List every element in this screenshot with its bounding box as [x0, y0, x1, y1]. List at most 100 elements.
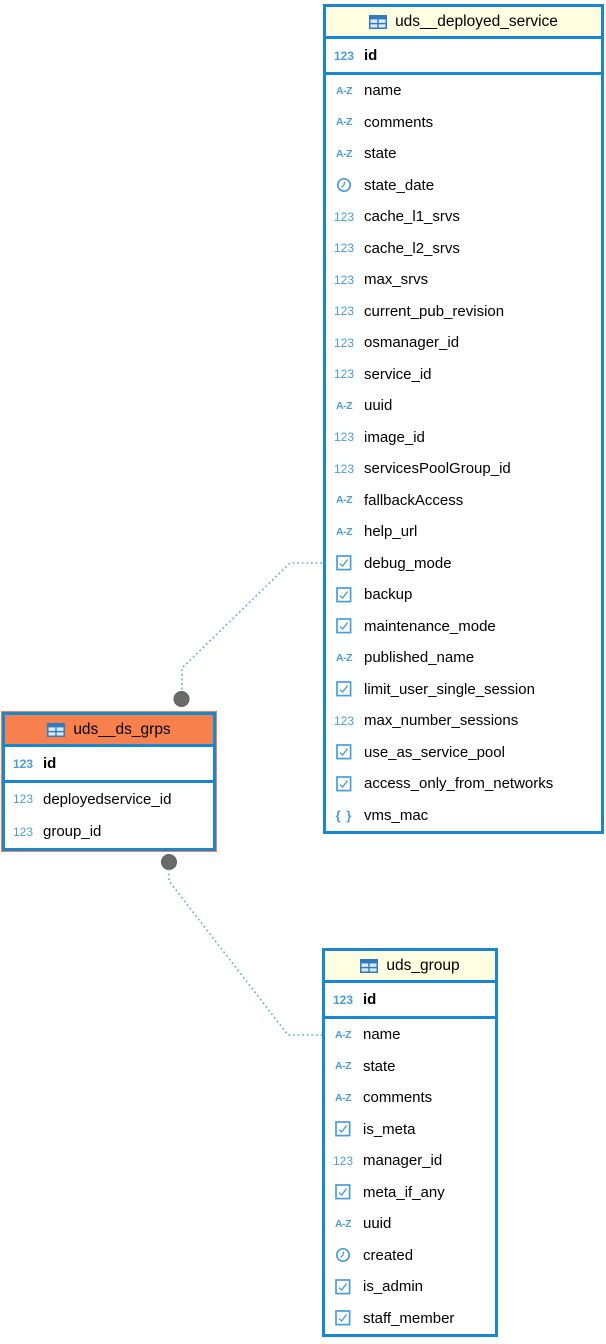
- table-header[interactable]: uds_group: [325, 951, 495, 983]
- column-name: uuid: [364, 397, 393, 415]
- number-type-icon: 123: [12, 792, 34, 807]
- column-name: cache_l1_srvs: [364, 208, 460, 226]
- column-name: uuid: [363, 1215, 392, 1233]
- connector-anchor-dot: [161, 854, 177, 870]
- column-name: cache_l2_srvs: [364, 239, 460, 257]
- text-type-icon: A-Z: [336, 399, 353, 412]
- column-name: help_url: [364, 523, 418, 541]
- column-name: access_only_from_networks: [364, 775, 554, 793]
- column-name: servicesPoolGroup_id: [364, 460, 511, 478]
- column-name: staff_member: [363, 1309, 455, 1327]
- column-row-meta_if_any[interactable]: meta_if_any: [325, 1177, 495, 1209]
- column-row-debug_mode[interactable]: debug_mode: [326, 548, 601, 580]
- column-name: group_id: [43, 823, 102, 841]
- column-row-vms_mac[interactable]: { }vms_mac: [326, 800, 601, 832]
- text-type-icon: A-Z: [336, 84, 353, 97]
- text-type-icon: A-Z: [336, 494, 353, 507]
- column-row-osmanager_id[interactable]: 123 osmanager_id: [326, 327, 601, 359]
- column-row-created[interactable]: created: [325, 1240, 495, 1272]
- column-row-access_only_from_networks[interactable]: access_only_from_networks: [326, 768, 601, 800]
- column-row-staff_member[interactable]: staff_member: [325, 1303, 495, 1335]
- table-icon: [369, 14, 388, 29]
- column-row-comments[interactable]: A-Z comments: [325, 1082, 495, 1114]
- column-row-use_as_service_pool[interactable]: use_as_service_pool: [326, 737, 601, 769]
- column-name: current_pub_revision: [364, 302, 505, 320]
- column-name: backup: [364, 586, 413, 604]
- text-type-icon: A-Z: [336, 147, 353, 160]
- number-type-icon: 123: [12, 824, 34, 839]
- column-row-name[interactable]: A-Z name: [326, 75, 601, 107]
- column-row-state[interactable]: A-Z state: [326, 138, 601, 170]
- relationship-connector-group[interactable]: [161, 854, 323, 1036]
- column-row-cache_l2_srvs[interactable]: 123 cache_l2_srvs: [326, 233, 601, 265]
- column-name: debug_mode: [364, 554, 452, 572]
- table-header[interactable]: uds__deployed_service: [326, 7, 601, 39]
- number-type-icon: 123: [333, 335, 355, 350]
- number-type-icon: 123: [333, 430, 355, 445]
- boolean-type-icon: [332, 681, 356, 697]
- text-type-icon: A-Z: [335, 1028, 352, 1041]
- column-row-uuid[interactable]: A-Z uuid: [326, 390, 601, 422]
- column-name: state_date: [364, 176, 435, 194]
- column-row-limit_user_single_session[interactable]: limit_user_single_session: [326, 674, 601, 706]
- column-row-is_admin[interactable]: is_admin: [325, 1271, 495, 1303]
- boolean-type-icon: [332, 586, 356, 603]
- column-name: name: [364, 82, 402, 100]
- boolean-type-icon: [332, 744, 356, 760]
- text-type-icon: A-Z: [335, 1060, 352, 1073]
- column-name: vms_mac: [364, 806, 429, 824]
- column-row-state_date[interactable]: state_date: [326, 170, 601, 202]
- number-type-icon: 123: [333, 713, 355, 728]
- column-name: limit_user_single_session: [364, 680, 535, 698]
- column-name: use_as_service_pool: [364, 743, 505, 761]
- column-name: osmanager_id: [364, 334, 460, 352]
- column-name: comments: [363, 1089, 433, 1107]
- relationship-connector-deployed-service[interactable]: [173, 562, 322, 707]
- text-type-icon: A-Z: [335, 1091, 352, 1104]
- column-row-group_id[interactable]: 123 group_id: [5, 816, 213, 849]
- column-name: meta_if_any: [363, 1183, 445, 1201]
- boolean-type-icon: [332, 555, 356, 571]
- column-row-backup[interactable]: backup: [326, 579, 601, 611]
- column-name: comments: [364, 113, 434, 131]
- column-name: is_meta: [363, 1120, 416, 1138]
- column-name: state: [364, 145, 397, 163]
- number-type-icon: 123: [333, 241, 355, 256]
- column-name: id: [363, 991, 377, 1008]
- table-header[interactable]: uds__ds_grps: [5, 715, 213, 747]
- datetime-type-icon: [332, 177, 356, 193]
- column-name: id: [364, 47, 378, 64]
- column-row-maintenance_mode[interactable]: maintenance_mode: [326, 611, 601, 643]
- table-icon: [47, 722, 66, 737]
- column-name: is_admin: [363, 1278, 424, 1296]
- table-icon: [360, 958, 379, 973]
- column-name: service_id: [364, 365, 432, 383]
- column-row-is_meta[interactable]: is_meta: [325, 1114, 495, 1146]
